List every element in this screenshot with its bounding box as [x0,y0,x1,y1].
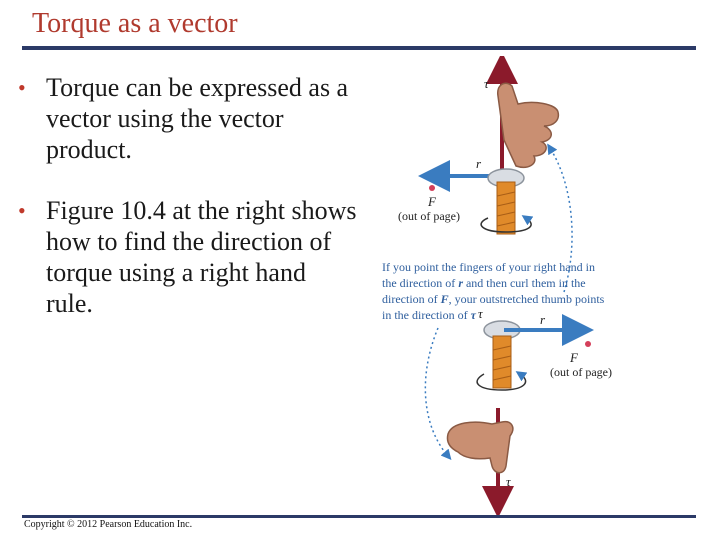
bullet-text: Torque can be expressed as a vector usin… [46,73,349,164]
figure-caption: If you point the fingers of your right h… [382,260,605,322]
bottom-F-dot-icon [585,341,591,347]
slide-title: Torque as a vector [32,8,238,39]
bottom-hand-icon [446,420,514,474]
caption-line: in the direction of τ [382,308,477,322]
top-rotation-arrow-icon [480,215,534,233]
bullet-text: Figure 10.4 at the right shows how to fi… [46,196,357,318]
bottom-diagram: r τ F (out of page) τ [424,306,612,516]
footer-rule [22,515,696,518]
top-tau-label: τ [484,76,490,91]
top-out-of-page: (out of page) [398,209,460,223]
bottom-bolt-shank-icon [492,335,512,389]
top-r-label: r [476,156,482,171]
bullet-item: • Figure 10.4 at the right shows how to … [18,195,358,319]
bottom-curl-arrow-icon [424,327,452,460]
bottom-F-label: F [569,350,579,365]
top-hand-icon [497,82,560,168]
caption-line: the direction of r and then curl them in… [382,276,586,290]
top-F-dot-icon [429,185,435,191]
bottom-out-of-page: (out of page) [550,365,612,379]
bullet-item: • Torque can be expressed as a vector us… [18,72,358,165]
caption-line: If you point the fingers of your right h… [382,260,595,274]
bullet-list: • Torque can be expressed as a vector us… [18,72,358,349]
bullet-marker-icon: • [18,75,26,100]
top-bolt-shank-icon [496,181,516,235]
top-diagram: τ r F (out of page) [398,56,573,293]
right-hand-rule-figure: τ r F (out of page) If you point the fin… [382,56,612,516]
bottom-tau-label: τ [506,474,512,489]
bottom-r-label: r [540,312,546,327]
copyright-text: Copyright © 2012 Pearson Education Inc. [24,519,193,530]
bottom-tau-top-label: τ [478,306,484,321]
top-F-label: F [427,194,437,209]
bottom-rotation-arrow-icon [476,371,528,391]
title-underline [22,46,696,50]
top-curl-arrow-icon [547,143,573,293]
caption-line: direction of F, your outstretched thumb … [382,292,605,306]
bullet-marker-icon: • [18,198,26,223]
